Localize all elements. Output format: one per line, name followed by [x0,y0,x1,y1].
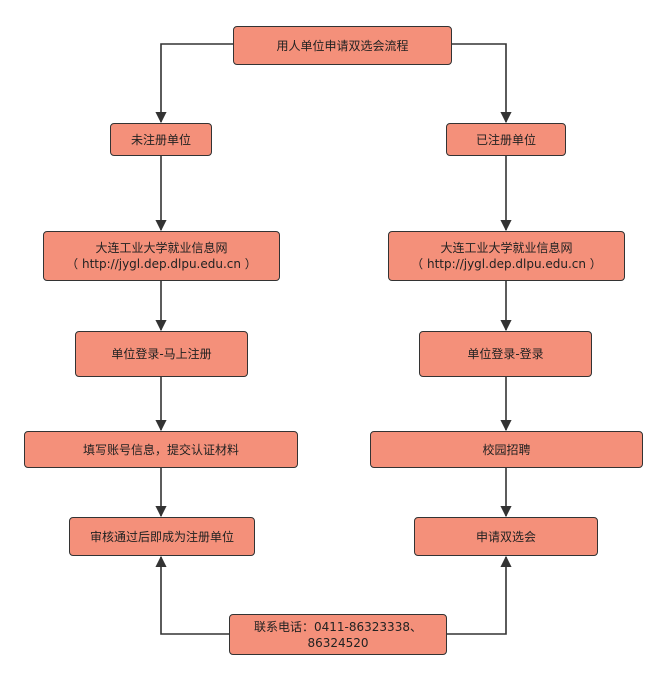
arrow-contact-to-apply [447,555,512,635]
node-start: 用人单位申请双选会流程 [233,26,452,65]
node-campus-recruit-label: 校园招聘 [482,442,531,457]
arrow-contact-to-review [155,555,229,635]
node-left-website-line1: 大连工业大学就业信息网 [95,241,228,255]
node-unregistered-label: 未注册单位 [130,132,191,147]
node-left-website: 大连工业大学就业信息网 （ http://jygl.dep.dlpu.edu.c… [43,231,280,281]
node-review: 审核通过后即成为注册单位 [69,517,255,556]
node-registered-label: 已注册单位 [475,132,536,147]
arrow-start-to-unregistered [155,43,233,124]
node-campus-recruit: 校园招聘 [370,431,643,468]
node-right-website: 大连工业大学就业信息网 （ http://jygl.dep.dlpu.edu.c… [388,231,625,281]
node-registered: 已注册单位 [446,123,566,156]
node-right-website-line2: （ http://jygl.dep.dlpu.edu.cn ） [411,257,602,271]
node-fill-info-label: 填写账号信息，提交认证材料 [82,442,239,457]
node-apply: 申请双选会 [414,517,598,556]
node-start-label: 用人单位申请双选会流程 [276,38,409,53]
node-left-login: 单位登录-马上注册 [75,331,248,377]
node-fill-info: 填写账号信息，提交认证材料 [24,431,298,468]
node-contact: 联系电话：0411-86323338、 86324520 [229,614,447,655]
node-review-label: 审核通过后即成为注册单位 [89,529,234,544]
node-right-website-line1: 大连工业大学就业信息网 [440,241,573,255]
node-contact-line2: 86324520 [307,635,369,650]
node-left-website-line2: （ http://jygl.dep.dlpu.edu.cn ） [66,257,257,271]
node-left-login-label: 单位登录-马上注册 [111,347,212,361]
node-unregistered: 未注册单位 [110,123,212,156]
node-right-login-label: 单位登录-登录 [467,347,544,361]
node-apply-label: 申请双选会 [475,529,536,544]
node-right-login: 单位登录-登录 [419,331,592,377]
arrow-start-to-registered [452,43,512,124]
node-contact-line1: 联系电话：0411-86323338、 [254,619,422,634]
